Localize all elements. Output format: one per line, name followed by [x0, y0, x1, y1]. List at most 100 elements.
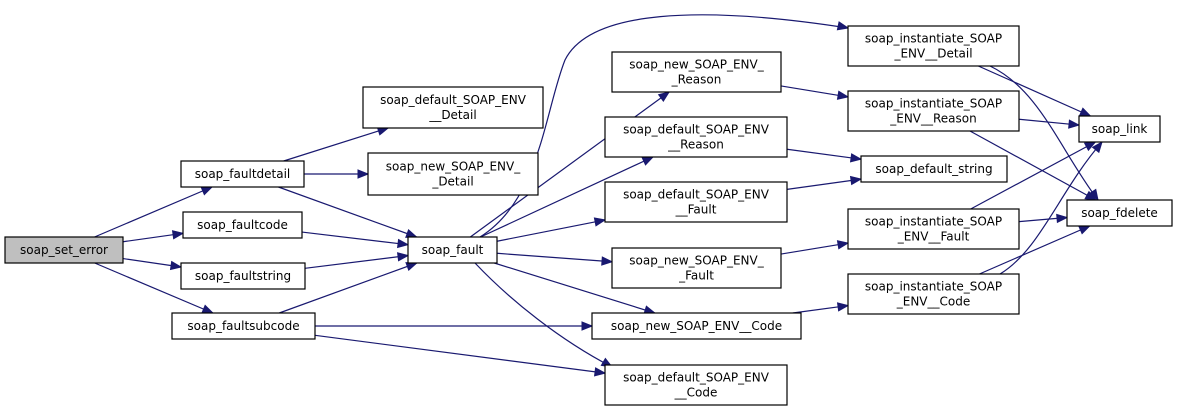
- edge-line: [279, 262, 417, 314]
- nodes-layer: soap_set_error soap_faultdetail soap_fault…: [4, 25, 1173, 406]
- edge-line: [780, 85, 849, 98]
- node-soap_faultsubcode[interactable]: soap_faultsubcode: [171, 312, 316, 340]
- node-box[interactable]: [604, 364, 788, 406]
- node-box[interactable]: [180, 160, 305, 188]
- node-label: soap_faultdetail: [195, 167, 291, 181]
- edge-soap_instantiate_SOAP_ENV__Fault-to-soap_fdelete: [1018, 213, 1069, 224]
- node-box[interactable]: [847, 25, 1020, 67]
- edge-line: [480, 156, 654, 238]
- node-label: soap_faultcode: [197, 218, 288, 232]
- node-soap_faultdetail[interactable]: soap_faultdetail: [180, 160, 305, 188]
- node-box[interactable]: [1066, 199, 1173, 227]
- node-soap_default_SOAP_ENV__Code[interactable]: soap_default_SOAP_ENV__Code: [604, 364, 788, 406]
- node-soap_faultcode[interactable]: soap_faultcode: [182, 211, 303, 239]
- arrowhead-icon: [1078, 225, 1091, 235]
- arrowhead-icon: [836, 90, 850, 100]
- node-label: soap_instantiate_SOAP: [865, 215, 1002, 229]
- node-soap_default_SOAP_ENV__Fault[interactable]: soap_default_SOAP_ENV__Fault: [604, 181, 788, 223]
- edge-line: [979, 225, 1090, 275]
- node-box[interactable]: [362, 86, 544, 129]
- node-box[interactable]: [591, 312, 802, 340]
- node-soap_default_string[interactable]: soap_default_string: [860, 155, 1008, 183]
- arrowhead-icon: [836, 302, 850, 312]
- node-soap_instantiate_SOAP_ENV__Fault[interactable]: soap_instantiate_SOAP_ENV__Fault: [847, 208, 1020, 250]
- edge-line: [469, 91, 670, 238]
- node-box[interactable]: [611, 51, 782, 93]
- node-soap_fault[interactable]: soap_fault: [407, 236, 498, 264]
- node-box[interactable]: [604, 116, 788, 158]
- node-soap_new_SOAP_ENV__Detail[interactable]: soap_new_SOAP_ENV__Detail: [367, 152, 539, 196]
- edge-soap_instantiate_SOAP_ENV__Fault-to-soap_link: [970, 141, 1097, 210]
- node-box[interactable]: [604, 181, 788, 223]
- edge-soap_instantiate_SOAP_ENV__Code-to-soap_link: [999, 140, 1103, 275]
- arrowhead-icon: [849, 175, 863, 186]
- node-label: _Detail: [431, 175, 473, 189]
- node-label: _ENV__Code: [896, 295, 971, 309]
- arrowhead-icon: [171, 230, 185, 240]
- edge-line: [999, 141, 1103, 275]
- arrowhead-icon: [169, 260, 183, 271]
- node-box[interactable]: [171, 312, 316, 340]
- node-box[interactable]: [611, 247, 782, 289]
- edge-soap_fault-to-soap_new_SOAP_ENV__Fault: [496, 252, 614, 266]
- node-label: soap_new_SOAP_ENV__Code: [611, 319, 782, 333]
- node-label: soap_default_SOAP_ENV: [623, 123, 770, 137]
- node-label: _ENV__Reason: [889, 112, 977, 126]
- node-soap_new_SOAP_ENV__Reason[interactable]: soap_new_SOAP_ENV__Reason: [611, 51, 782, 93]
- node-soap_set_error[interactable]: soap_set_error: [4, 236, 124, 264]
- node-label: soap_link: [1092, 122, 1148, 136]
- node-label: soap_instantiate_SOAP: [865, 32, 1002, 46]
- node-soap_new_SOAP_ENV__Code[interactable]: soap_new_SOAP_ENV__Code: [591, 312, 802, 340]
- node-soap_instantiate_SOAP_ENV__Code[interactable]: soap_instantiate_SOAP_ENV__Code: [847, 273, 1020, 315]
- node-box[interactable]: [180, 262, 306, 290]
- node-box[interactable]: [1078, 115, 1161, 143]
- edge-soap_fault-to-soap_default_SOAP_ENV__Fault: [496, 217, 607, 242]
- edge-soap_set_error-to-soap_faultcode: [122, 230, 185, 243]
- node-label: soap_fault: [422, 243, 484, 257]
- node-label: soap_new_SOAP_ENV_: [629, 58, 764, 72]
- arrowhead-icon: [201, 304, 215, 314]
- node-soap_default_SOAP_ENV__Detail[interactable]: soap_default_SOAP_ENV__Detail: [362, 86, 544, 129]
- arrowhead-icon: [397, 238, 410, 249]
- arrowhead-icon: [593, 217, 607, 227]
- arrowhead-icon: [1056, 213, 1069, 224]
- edge-soap_fault-to-soap_new_SOAP_ENV__Reason: [469, 91, 671, 238]
- node-box[interactable]: [847, 273, 1020, 315]
- arrowhead-icon: [396, 252, 410, 262]
- edge-line: [496, 219, 606, 242]
- edge-line: [278, 186, 417, 238]
- edge-line: [304, 254, 409, 269]
- arrowhead-icon: [357, 169, 370, 179]
- arrowhead-icon: [1068, 119, 1081, 129]
- node-box[interactable]: [367, 152, 539, 196]
- arrowhead-icon: [200, 186, 214, 196]
- node-box[interactable]: [847, 90, 1020, 132]
- node-label: __Fault: [675, 203, 717, 217]
- node-soap_instantiate_SOAP_ENV__Reason[interactable]: soap_instantiate_SOAP_ENV__Reason: [847, 90, 1020, 132]
- node-box[interactable]: [4, 236, 124, 264]
- node-box[interactable]: [847, 208, 1020, 250]
- edge-soap_instantiate_SOAP_ENV__Reason-to-soap_link: [1018, 118, 1081, 129]
- arrowhead-icon: [581, 321, 594, 331]
- edge-line: [970, 141, 1096, 210]
- node-soap_faultstring[interactable]: soap_faultstring: [180, 262, 306, 290]
- edge-line: [989, 65, 1099, 201]
- edge-line: [283, 127, 389, 162]
- node-soap_instantiate_SOAP_ENV__Detail[interactable]: soap_instantiate_SOAP_ENV__Detail: [847, 25, 1020, 67]
- node-soap_new_SOAP_ENV__Fault[interactable]: soap_new_SOAP_ENV__Fault: [611, 247, 782, 289]
- edge-line: [786, 178, 862, 190]
- node-label: soap_default_SOAP_ENV: [623, 188, 770, 202]
- node-soap_fdelete[interactable]: soap_fdelete: [1066, 199, 1173, 227]
- arrowhead-icon: [1083, 141, 1097, 152]
- arrowhead-icon: [601, 256, 614, 266]
- node-label: __Reason: [667, 138, 724, 152]
- node-label: soap_default_SOAP_ENV: [380, 93, 527, 107]
- node-soap_default_SOAP_ENV__Reason[interactable]: soap_default_SOAP_ENV__Reason: [604, 116, 788, 158]
- node-box[interactable]: [860, 155, 1008, 183]
- node-soap_link[interactable]: soap_link: [1078, 115, 1161, 143]
- node-box[interactable]: [407, 236, 498, 264]
- node-label: soap_faultsubcode: [187, 319, 299, 333]
- node-label: _ENV__Detail: [893, 47, 972, 61]
- node-box[interactable]: [182, 211, 303, 239]
- node-label: soap_instantiate_SOAP: [865, 280, 1002, 294]
